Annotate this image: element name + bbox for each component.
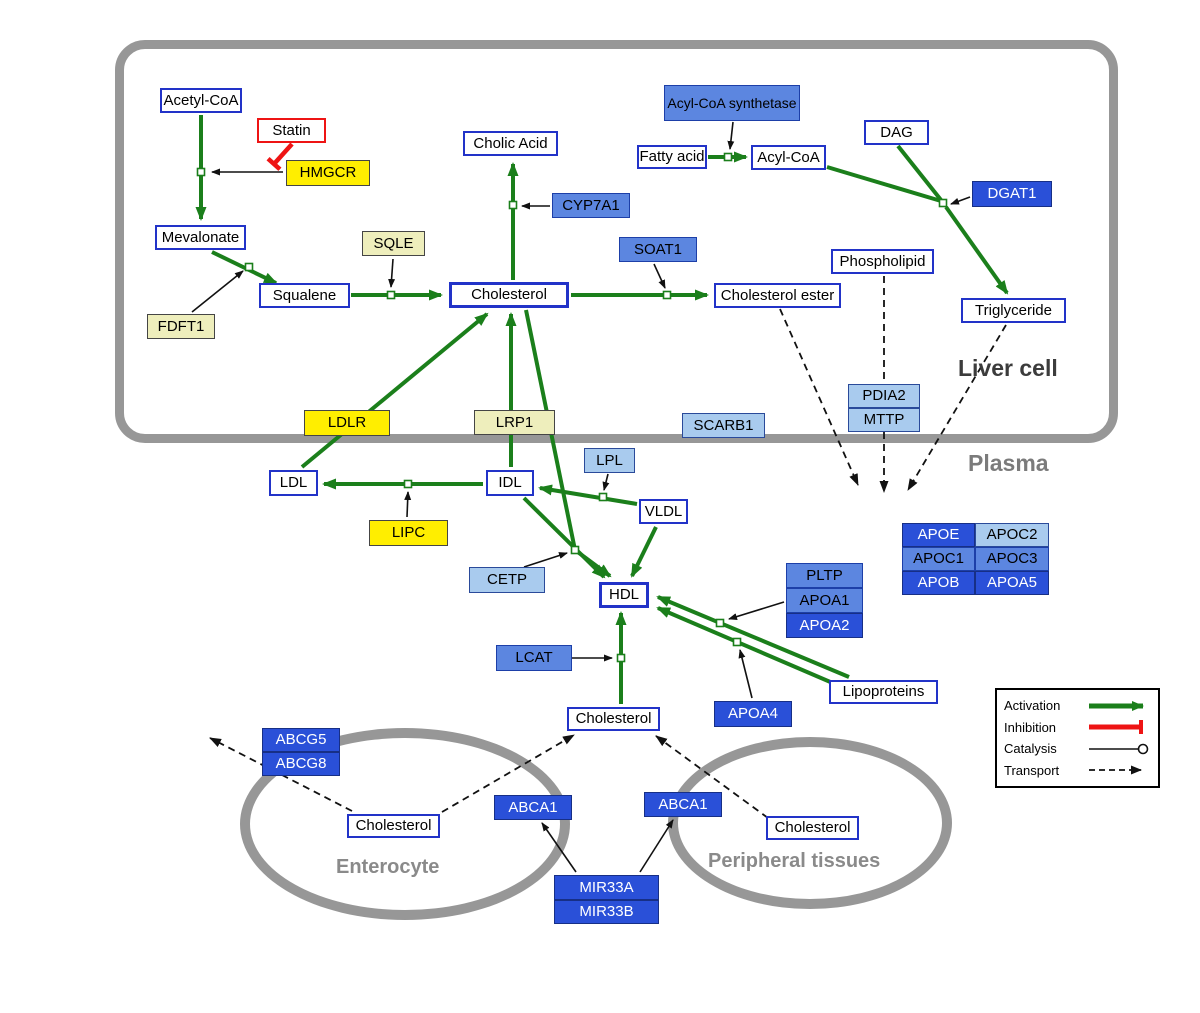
node-scarb1[interactable]: SCARB1 [682,413,765,438]
node-cyp7a1[interactable]: CYP7A1 [552,193,630,218]
node-pltp[interactable]: PLTP [786,563,863,588]
node-fatty-acid[interactable]: Fatty acid [637,145,707,169]
legend-activation-label: Activation [1004,698,1061,713]
node-mir33a[interactable]: MIR33A [554,875,659,900]
node-mir33b[interactable]: MIR33B [554,900,659,924]
node-hmgcr[interactable]: HMGCR [286,160,370,186]
catalysis-circle-icon [1089,743,1149,755]
node-abcg8[interactable]: ABCG8 [262,752,340,776]
activation-arrow-icon [1089,700,1144,711]
node-mttp[interactable]: MTTP [848,408,920,432]
edge-apoa1-catalysis [728,601,785,620]
edge-lipc-catalysis [404,491,412,518]
liver-cell-label: Liver cell [958,355,1058,381]
node-pdia2[interactable]: PDIA2 [848,384,920,408]
node-cetp[interactable]: CETP [469,567,545,593]
node-ldlr[interactable]: LDLR [304,410,390,436]
edge-cetp-catalysis [523,552,568,568]
node-apoa4[interactable]: APOA4 [714,701,792,727]
node-dgat1[interactable]: DGAT1 [972,181,1052,207]
node-phospholipid[interactable]: Phospholipid [831,249,934,274]
node-dag[interactable]: DAG [864,120,929,145]
node-fdft1[interactable]: FDFT1 [147,314,215,339]
node-apoa2[interactable]: APOA2 [786,613,863,638]
node-apoc1[interactable]: APOC1 [902,547,975,571]
plasma-label: Plasma [968,450,1049,476]
node-statin[interactable]: Statin [257,118,326,143]
node-triglyceride[interactable]: Triglyceride [961,298,1066,323]
edge-vldl-idl [538,484,638,506]
legend-catalysis-row: Catalysis [1004,738,1151,759]
node-cholesterol-enterocyte[interactable]: Cholesterol [347,814,440,838]
edge-apoa4-catalysis [738,649,753,699]
node-cholesterol-peripheral[interactable]: Cholesterol [766,816,859,840]
node-apoa5[interactable]: APOA5 [975,571,1049,595]
node-lpl[interactable]: LPL [584,448,635,473]
node-apoc3[interactable]: APOC3 [975,547,1049,571]
node-idl[interactable]: IDL [486,470,534,496]
legend-transport-row: Transport [1004,760,1151,781]
node-sqle[interactable]: SQLE [362,231,425,256]
node-mevalonate[interactable]: Mevalonate [155,225,246,250]
node-squalene[interactable]: Squalene [259,283,350,308]
node-acetyl-coa[interactable]: Acetyl-CoA [160,88,242,113]
transport-dashed-arrow-icon [1089,765,1142,775]
node-lrp1[interactable]: LRP1 [474,410,555,435]
node-apob[interactable]: APOB [902,571,975,595]
legend-inhibition-label: Inhibition [1004,719,1057,735]
node-acyl-coa[interactable]: Acyl-CoA [751,145,826,170]
node-cholesterol-plasma[interactable]: Cholesterol [567,707,660,731]
legend-transport-label: Transport [1004,762,1060,778]
node-cholesterol-liver[interactable]: Cholesterol [449,282,569,308]
node-abca1-enterocyte[interactable]: ABCA1 [494,795,572,820]
enterocyte-label: Enterocyte [336,856,440,878]
edge-lpl-catalysis [602,473,610,491]
node-cholesterol-ester[interactable]: Cholesterol ester [714,283,841,308]
node-apoa1[interactable]: APOA1 [786,588,863,613]
node-cholic-acid[interactable]: Cholic Acid [463,131,558,156]
node-hdl[interactable]: HDL [599,582,649,608]
node-acyl-coa-synthetase[interactable]: Acyl-CoA synthetase [664,85,800,121]
edge-vldl-hdl [630,526,658,578]
legend-inhibition-row: Inhibition [1004,717,1151,738]
legend: Activation Inhibition Catalysis Transpor… [995,688,1160,788]
node-ldl[interactable]: LDL [269,470,318,496]
node-soat1[interactable]: SOAT1 [619,237,697,262]
node-abcg5[interactable]: ABCG5 [262,728,340,752]
inhibition-tbar-icon [1089,720,1143,735]
node-lcat[interactable]: LCAT [496,645,572,671]
node-abca1-peripheral[interactable]: ABCA1 [644,792,722,817]
edge-idl-hdl [522,496,606,579]
legend-catalysis-label: Catalysis [1004,741,1057,757]
legend-activation-row: Activation [1004,695,1151,716]
node-apoc2[interactable]: APOC2 [975,523,1049,547]
peripheral-tissues-label: Peripheral tissues [708,850,881,872]
liver-cell-compartment [115,40,1118,443]
node-apoe[interactable]: APOE [902,523,975,547]
node-lipc[interactable]: LIPC [369,520,448,546]
node-lipoproteins[interactable]: Lipoproteins [829,680,938,704]
node-vldl[interactable]: VLDL [639,499,688,524]
